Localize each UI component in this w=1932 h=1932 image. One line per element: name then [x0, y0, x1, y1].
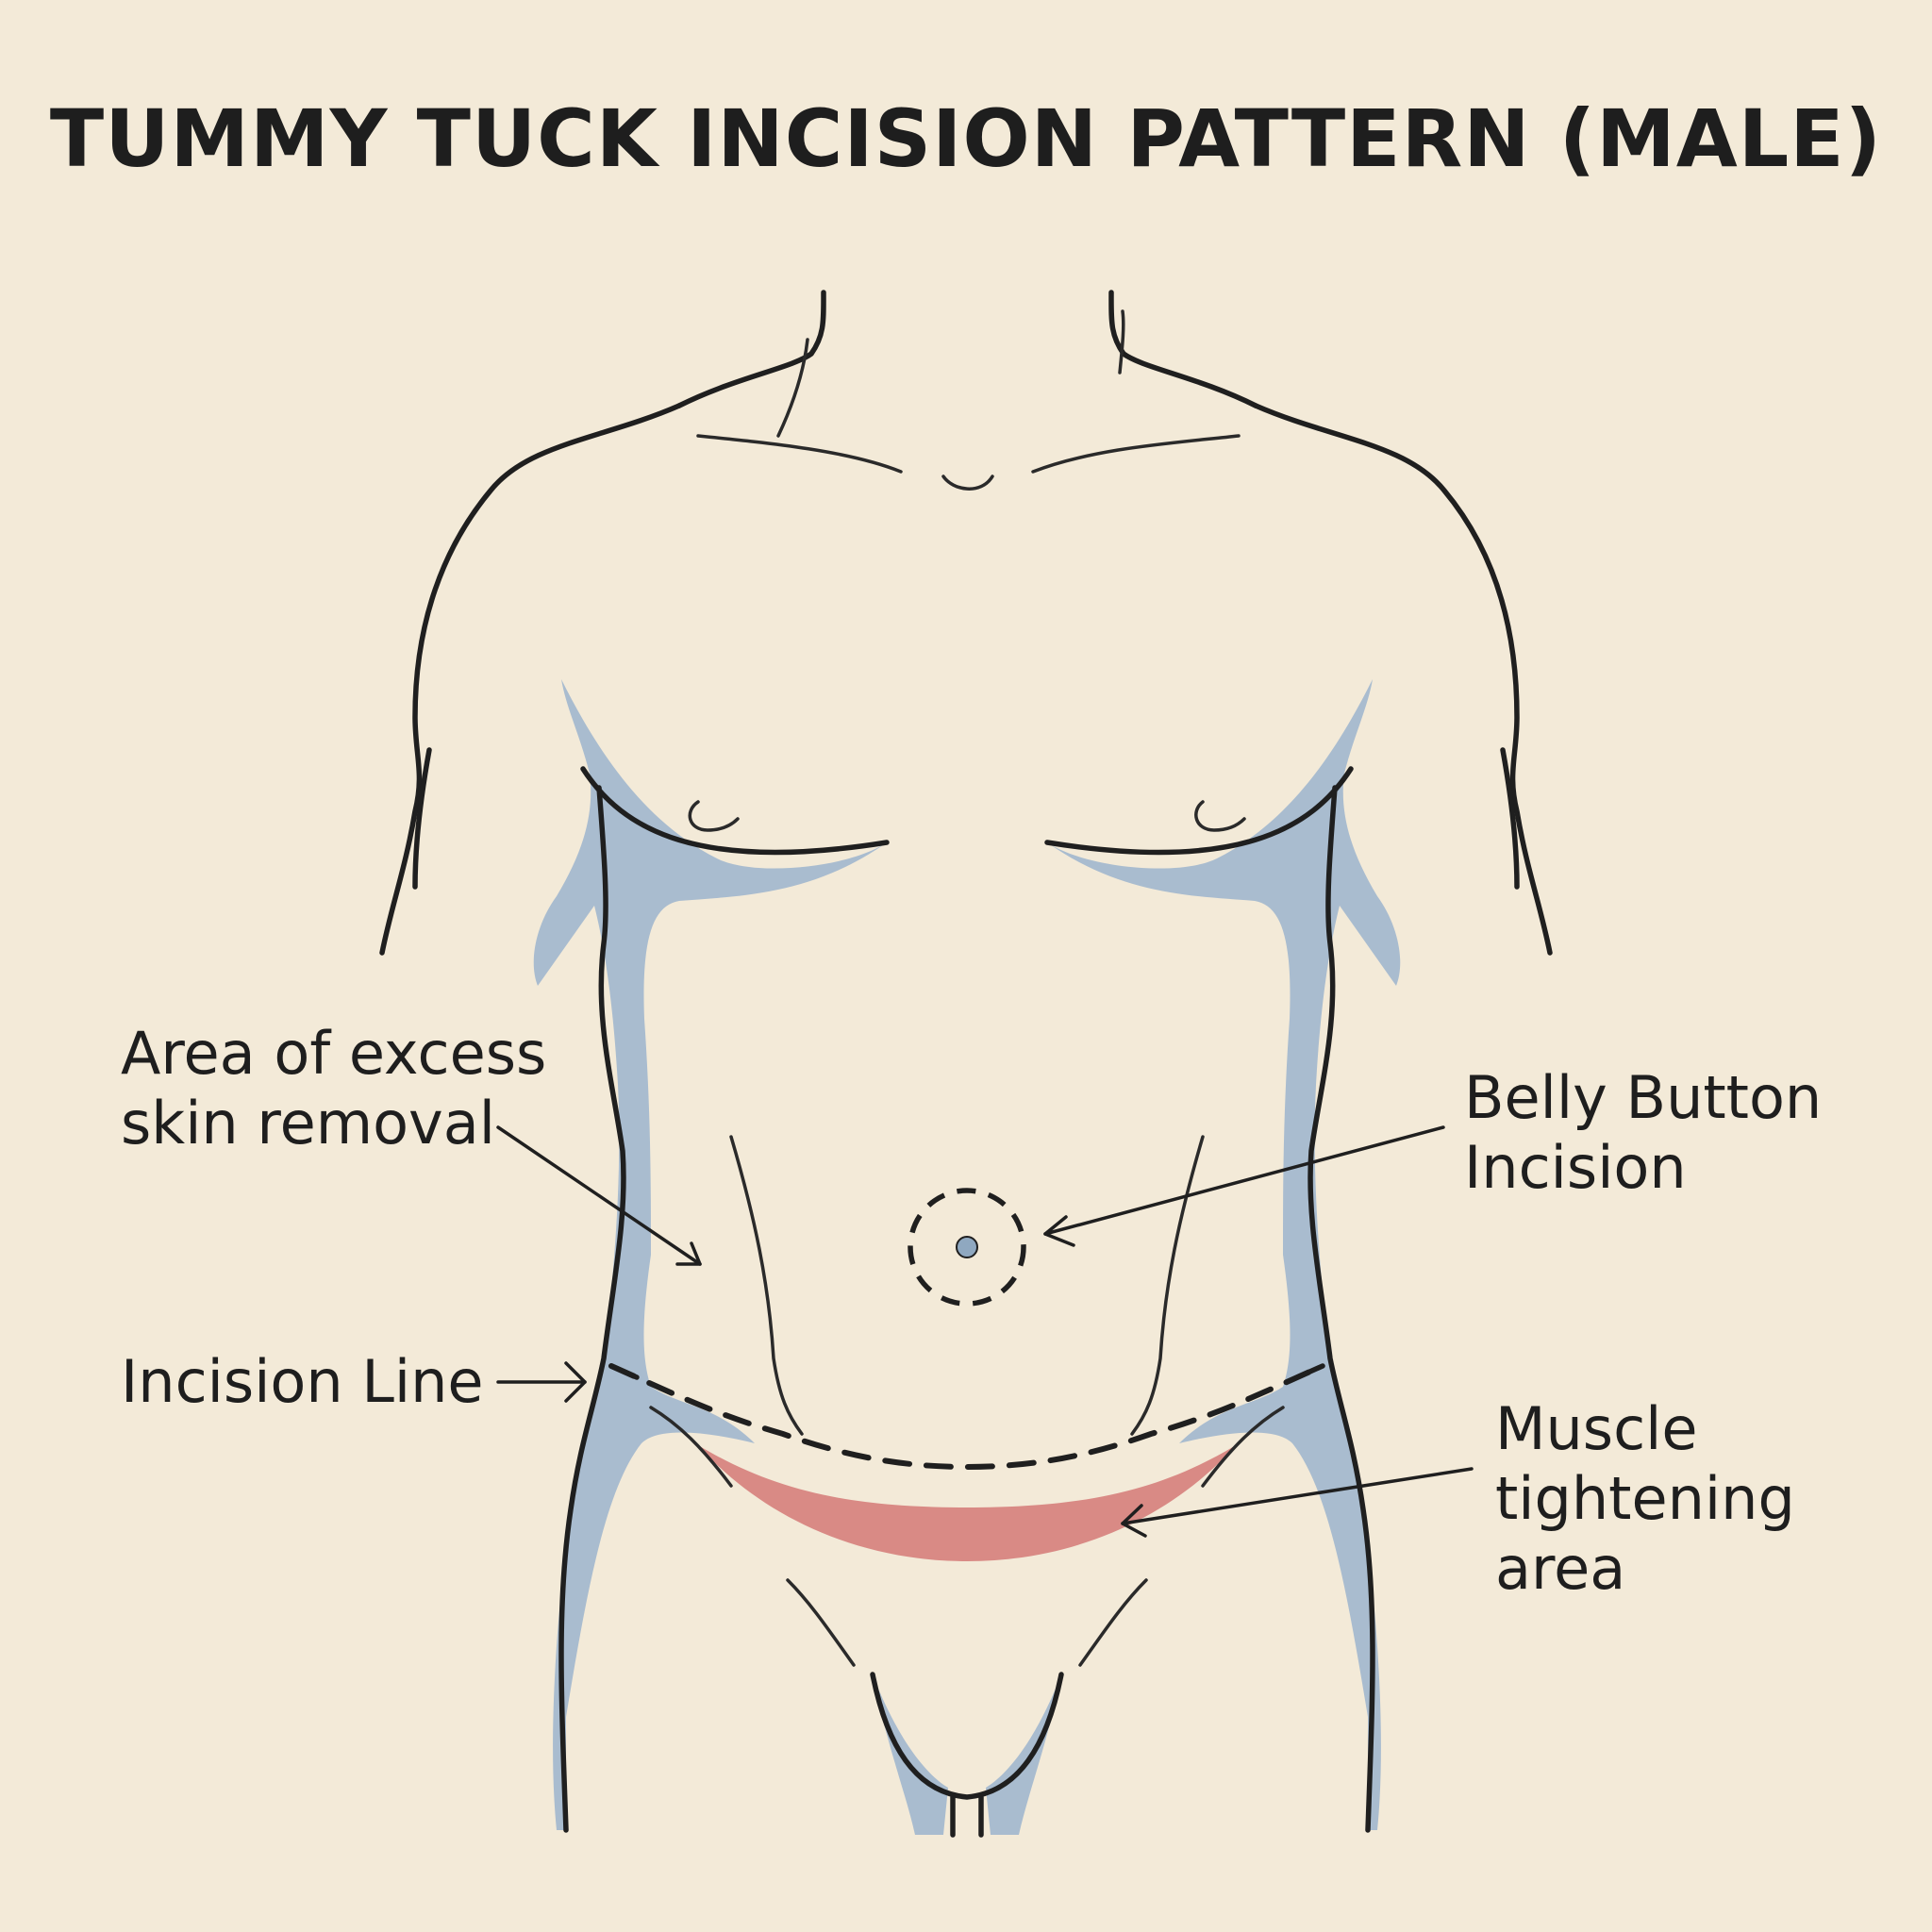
right-torso-side — [1307, 785, 1375, 1833]
neck-tendon-right — [1118, 309, 1125, 375]
left-shoulder-outline — [379, 403, 682, 956]
groin-shading-right — [986, 1674, 1061, 1835]
left-flank-shading — [533, 679, 887, 1830]
right-nipple — [1194, 800, 1246, 832]
sternal-notch — [941, 475, 994, 491]
label-muscle-area-line-2: tightening — [1495, 1464, 1795, 1533]
label-incision-line: Incision Line — [121, 1347, 484, 1417]
arrow-incision-line — [496, 1361, 587, 1403]
left-nipple — [688, 800, 740, 832]
collarbone-right — [1031, 434, 1241, 474]
label-muscle-area-line-3: area — [1495, 1534, 1626, 1603]
arrow-muscle-area — [1121, 1467, 1474, 1538]
neck-tendon-left — [776, 338, 809, 438]
label-excess-skin: Area of excess skin removal — [121, 1019, 546, 1158]
label-belly-button-line-2: Incision — [1464, 1133, 1687, 1202]
left-arm-inner — [412, 747, 432, 890]
right-hip-crease — [1078, 1578, 1148, 1667]
muscle-tightening-area — [698, 1445, 1236, 1561]
right-ab-line — [1130, 1135, 1205, 1436]
label-excess-skin-line-1: Area of excess — [121, 1019, 547, 1088]
label-incision-line-text: Incision Line — [121, 1347, 484, 1416]
left-torso-side — [558, 785, 626, 1833]
label-belly-button: Belly Button Incision — [1464, 1063, 1822, 1203]
right-flank-shading — [1047, 679, 1401, 1830]
right-arm-inner — [1500, 747, 1520, 890]
label-muscle-area: Muscle tightening area — [1495, 1394, 1795, 1604]
right-shoulder-outline — [1253, 403, 1553, 956]
neck-left-line — [676, 290, 826, 408]
left-hip-crease — [786, 1578, 856, 1667]
incision-end-left — [608, 1363, 640, 1380]
arrow-excess-skin — [496, 1125, 702, 1266]
left-ab-line — [729, 1135, 804, 1436]
left-inguinal-line — [649, 1406, 733, 1488]
neck-right-line — [1108, 290, 1258, 408]
groin-outline — [870, 1672, 1064, 1800]
label-belly-button-line-1: Belly Button — [1464, 1063, 1823, 1132]
page-title: TUMMY TUCK INCISION PATTERN (MALE) — [49, 92, 1883, 185]
arrow-belly-button — [1043, 1125, 1445, 1247]
label-muscle-area-line-1: Muscle — [1495, 1394, 1698, 1463]
right-inguinal-line — [1201, 1406, 1285, 1488]
groin-shading — [873, 1674, 948, 1835]
label-excess-skin-line-2: skin removal — [121, 1089, 495, 1158]
belly-button-incision-circle — [908, 1188, 1026, 1307]
collarbone-left — [696, 434, 903, 474]
incision-end-right — [1294, 1363, 1325, 1380]
belly-button — [956, 1236, 978, 1258]
incision-line — [608, 1363, 1325, 1471]
